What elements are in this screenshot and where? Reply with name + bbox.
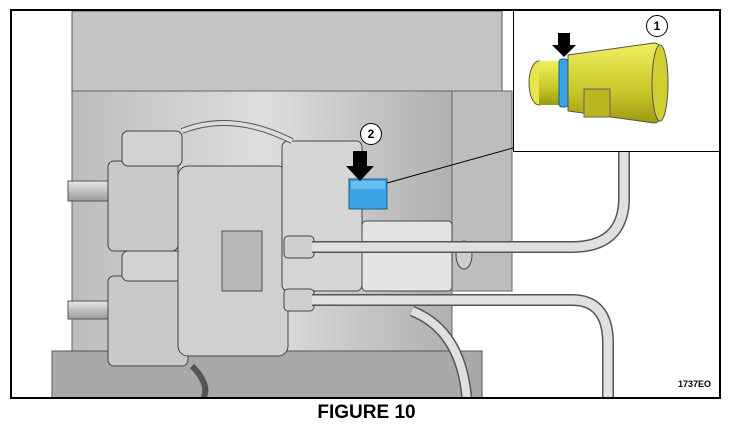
callout-1: 1 [646, 15, 668, 37]
fitting-detail-illustration [528, 33, 669, 124]
figure-frame: 1 2 1737EO [10, 9, 721, 399]
figure-caption: FIGURE 10 [317, 402, 416, 423]
callout-2: 2 [360, 123, 382, 145]
hydraulic-assembly-illustration [51, 11, 630, 397]
detail-inset: 1 [513, 11, 719, 152]
callout-1-label: 1 [653, 19, 661, 33]
callout-2-label: 2 [367, 127, 375, 141]
reference-code: 1737EO [677, 379, 711, 389]
